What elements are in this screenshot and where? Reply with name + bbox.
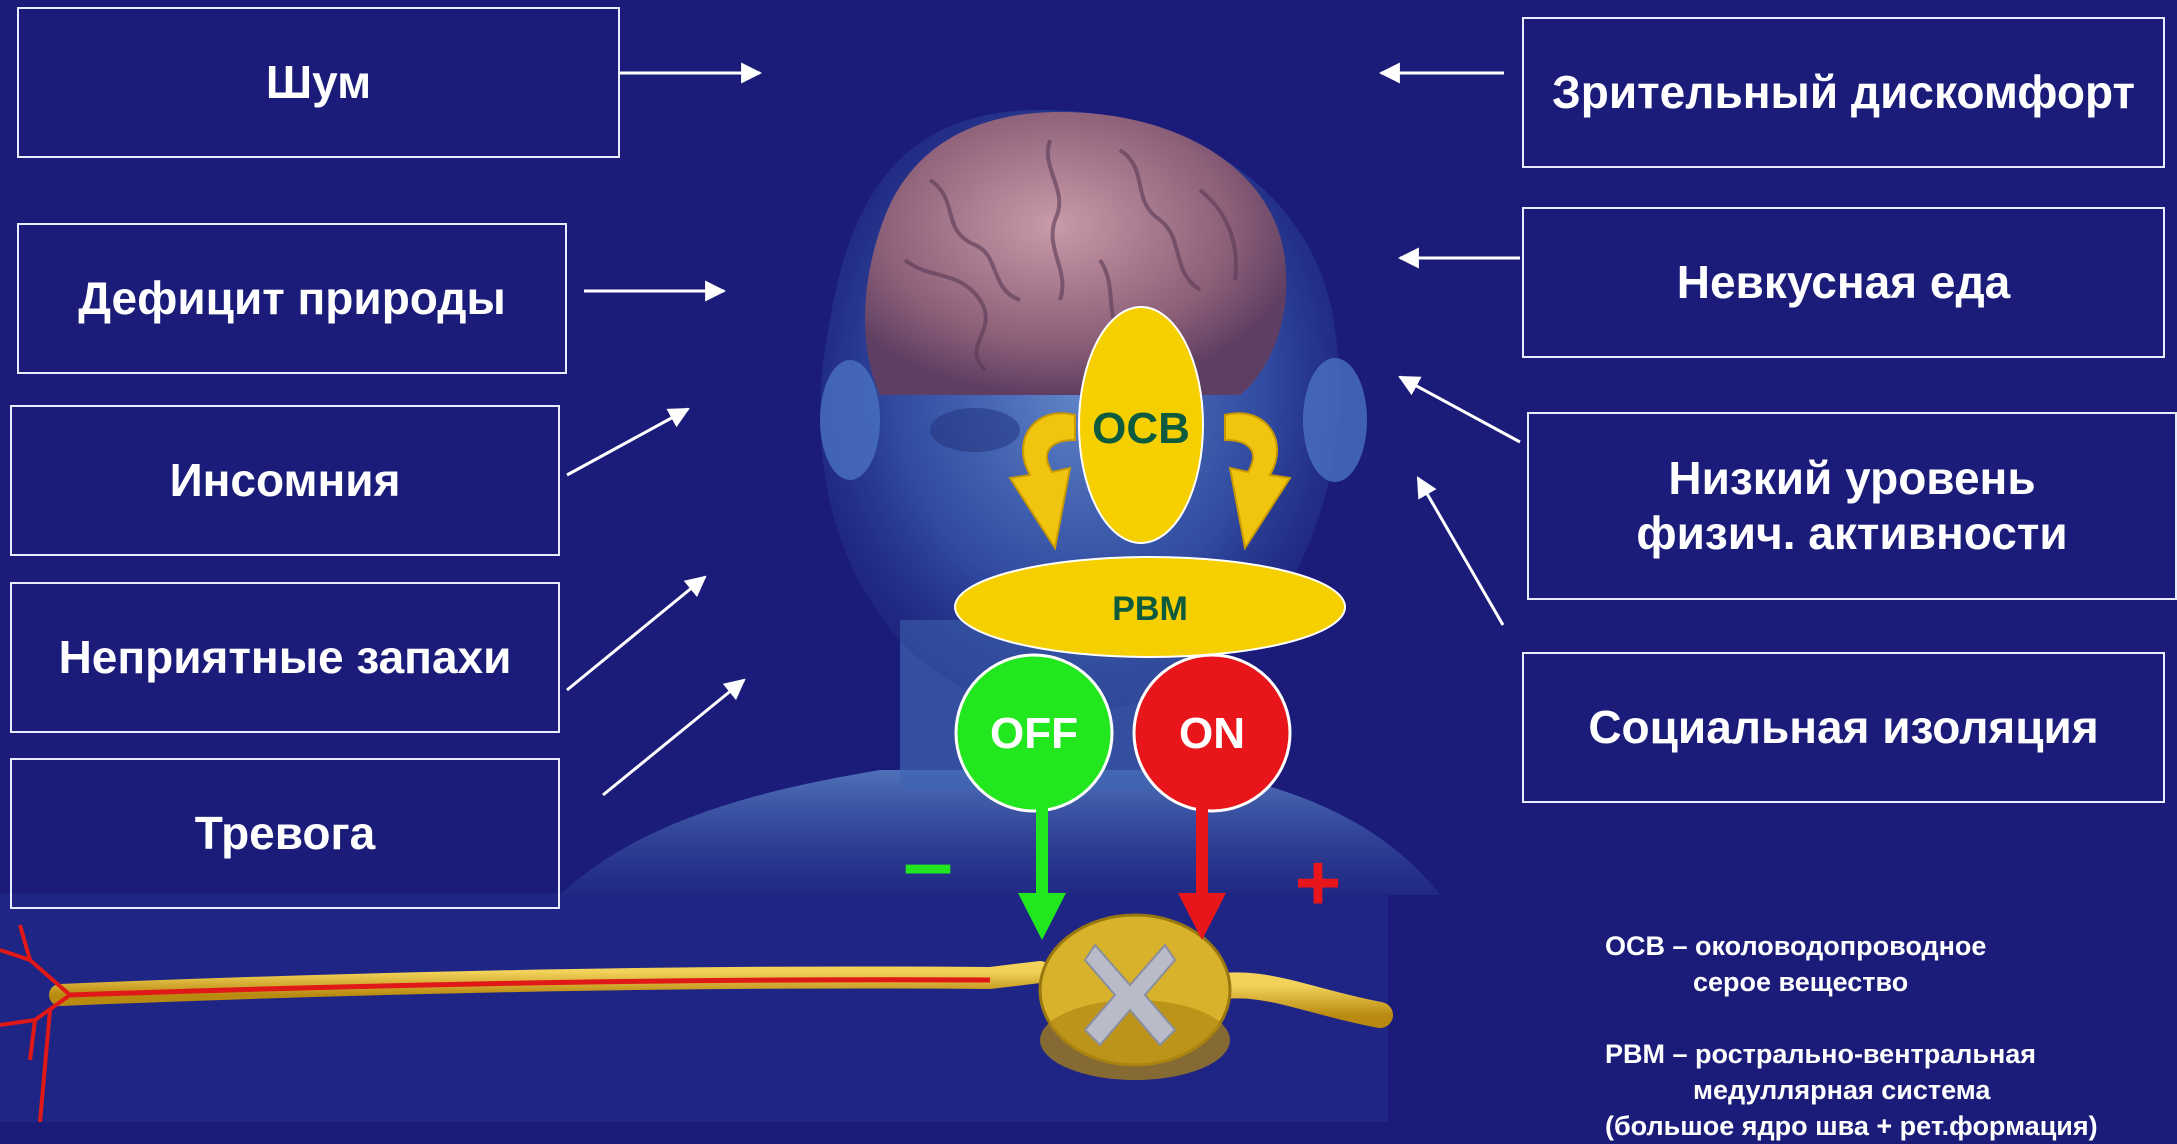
factor-label: Низкий уровень физич. активности — [1589, 451, 2115, 561]
legend-osv-line2: серое вещество — [1605, 964, 2098, 1000]
factor-box-social-isolation: Социальная изоляция — [1522, 652, 2165, 803]
factor-box-noise: Шум — [17, 7, 620, 158]
factor-box-low-activity: Низкий уровень физич. активности — [1527, 412, 2177, 600]
rvm-label: РВМ — [1112, 590, 1188, 628]
factor-box-nature-deficit: Дефицит природы — [17, 223, 567, 374]
factor-box-smells: Неприятные запахи — [10, 582, 560, 733]
factor-label: Социальная изоляция — [1588, 700, 2098, 755]
factor-label: Шум — [266, 55, 371, 110]
factor-box-tasteless-food: Невкусная еда — [1522, 207, 2165, 358]
factor-label: Инсомния — [170, 453, 401, 508]
legend-rvm-line1: РВМ – рострально-вентральная — [1605, 1036, 2098, 1072]
minus-sign: – — [903, 813, 953, 913]
right-ear — [1303, 358, 1367, 482]
brain-shape — [865, 112, 1286, 395]
arrow-smells — [567, 577, 705, 690]
left-ear — [820, 360, 880, 480]
left-eye-shadow — [930, 408, 1020, 452]
legend-osv-line1: ОСВ – околоводопроводное — [1605, 928, 2098, 964]
arrow-social — [1418, 478, 1503, 625]
legend-rvm-line3: (большое ядро шва + рет.формация) — [1605, 1108, 2098, 1144]
osv-label: ОСВ — [1092, 404, 1190, 453]
on-label: ON — [1179, 709, 1245, 758]
arrow-activity — [1400, 377, 1520, 442]
off-label: OFF — [990, 709, 1078, 758]
factor-box-visual-discomfort: Зрительный дискомфорт — [1522, 17, 2165, 168]
factor-label: Неприятные запахи — [59, 630, 512, 685]
factor-box-anxiety: Тревога — [10, 758, 560, 909]
factor-label: Дефицит природы — [78, 271, 506, 326]
factor-label: Тревога — [195, 806, 376, 861]
factor-label: Зрительный дискомфорт — [1552, 65, 2135, 120]
abbreviation-legend: ОСВ – околоводопроводное серое вещество … — [1605, 928, 2098, 1144]
arrow-anxiety — [603, 680, 744, 795]
arrow-insomnia — [567, 409, 688, 475]
factor-label: Невкусная еда — [1677, 255, 2010, 310]
factor-box-insomnia: Инсомния — [10, 405, 560, 556]
plus-sign: + — [1295, 838, 1342, 927]
legend-rvm-line2: медуллярная система — [1605, 1072, 2098, 1108]
